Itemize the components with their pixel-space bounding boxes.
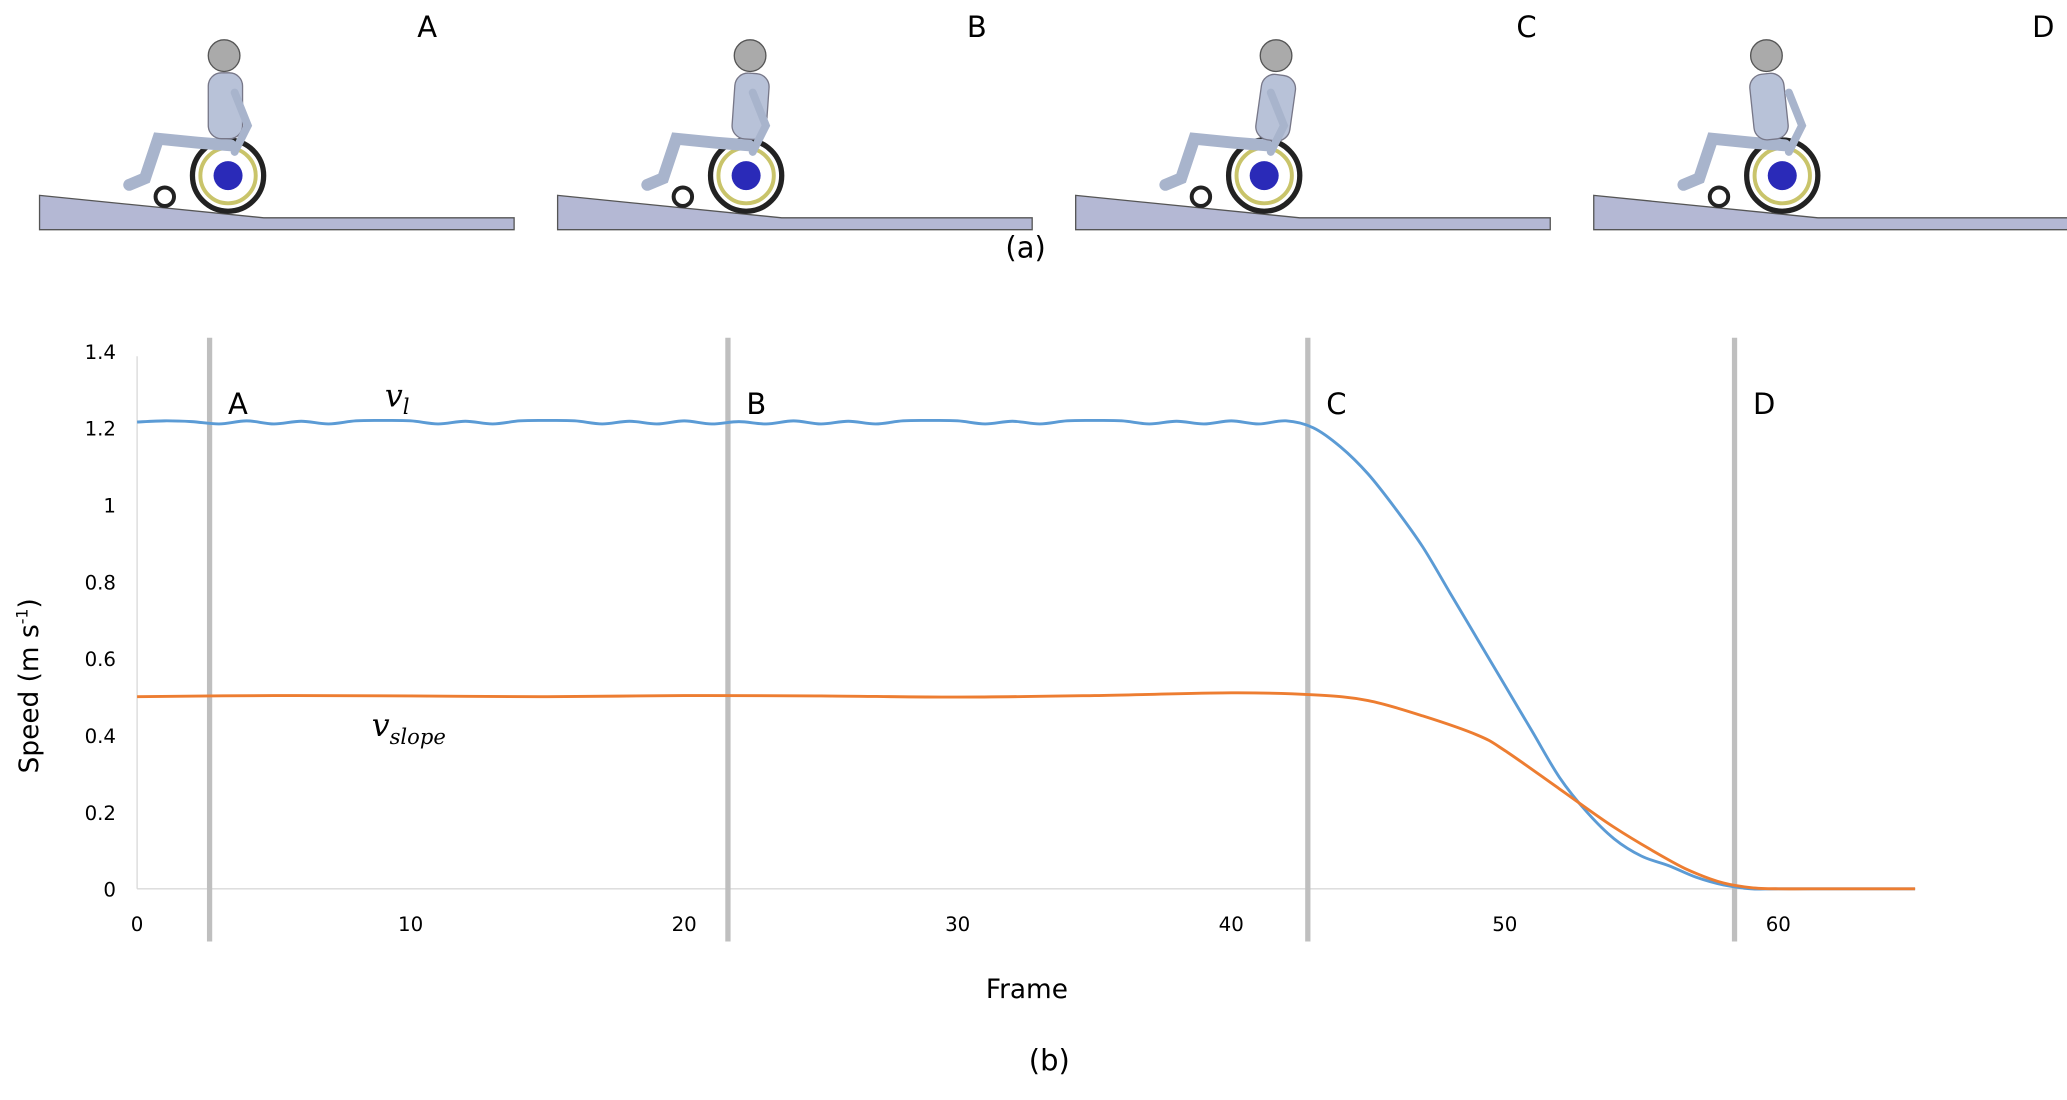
head: [733, 39, 767, 73]
wheel-hub: [731, 161, 761, 191]
legs: [1677, 132, 1791, 191]
series-label-v-l: vl: [385, 378, 410, 419]
x-tick-label: 30: [945, 913, 970, 936]
caster-wheel: [153, 185, 176, 208]
frame-label: D: [2032, 10, 2054, 44]
legs: [1159, 132, 1273, 191]
panel-b-caption: (b): [1029, 1044, 1070, 1078]
arm: [1266, 88, 1289, 156]
ramp: [1593, 194, 2067, 231]
y-tick-label: 0: [103, 879, 116, 902]
frame-label: A: [417, 10, 437, 44]
ramp: [1075, 194, 1551, 231]
wheelchair-frame-c: C: [1075, 10, 1551, 231]
y-tick-label: 1.2: [85, 418, 116, 441]
arm: [748, 88, 771, 156]
head: [1749, 39, 1783, 73]
frame-label: B: [967, 10, 987, 44]
x-tick-label: 50: [1492, 913, 1517, 936]
marker-label-d: D: [1753, 387, 1775, 421]
y-tick-label: 0.2: [85, 802, 116, 825]
torso: [731, 72, 770, 141]
y-axis-label: Speed (m s-1): [13, 598, 46, 773]
y-tick-label: 0.6: [85, 648, 116, 671]
wheel-hub: [1249, 161, 1279, 191]
x-tick-label: 40: [1219, 913, 1244, 936]
wheel-hub: [213, 161, 243, 191]
series-label-v-slope: vslope: [372, 708, 446, 749]
y-tick-label: 0.8: [85, 571, 116, 594]
marker-label-b: B: [746, 387, 766, 421]
ramp: [556, 194, 1033, 231]
wheel-hub: [1767, 161, 1797, 191]
arm: [1784, 88, 1807, 156]
frame-label: C: [1516, 10, 1536, 44]
x-tick-label: 0: [131, 913, 144, 936]
ramp: [38, 194, 515, 231]
wheelchair-frame-b: B: [556, 10, 1033, 231]
caster-wheel: [1189, 185, 1213, 208]
torso: [1749, 72, 1789, 141]
marker-label-c: C: [1326, 387, 1346, 421]
panel-a-illustrations: A B C D: [38, 10, 2067, 231]
x-tick-label: 20: [672, 913, 697, 936]
caster-wheel: [671, 185, 695, 208]
arm: [230, 88, 253, 156]
legs: [123, 132, 237, 191]
marker-label-a: A: [228, 387, 248, 421]
legs: [641, 132, 755, 191]
panel-a-caption: (a): [1005, 230, 1045, 264]
head: [1259, 39, 1293, 73]
series-line-v-slope: [137, 691, 1916, 891]
head: [207, 39, 241, 73]
wheelchair-frame-a: A: [38, 10, 515, 231]
y-tick-label: 0.4: [85, 725, 116, 748]
y-tick-label: 1.4: [85, 341, 116, 364]
x-tick-label: 60: [1766, 913, 1791, 936]
series-line-v-l: [137, 419, 1916, 891]
caster-wheel: [1707, 185, 1731, 208]
wheelchair-frame-d: D: [1593, 10, 2067, 231]
x-tick-label: 10: [398, 913, 423, 936]
x-axis-label: Frame: [986, 975, 1068, 1005]
y-tick-label: 1: [103, 495, 116, 518]
